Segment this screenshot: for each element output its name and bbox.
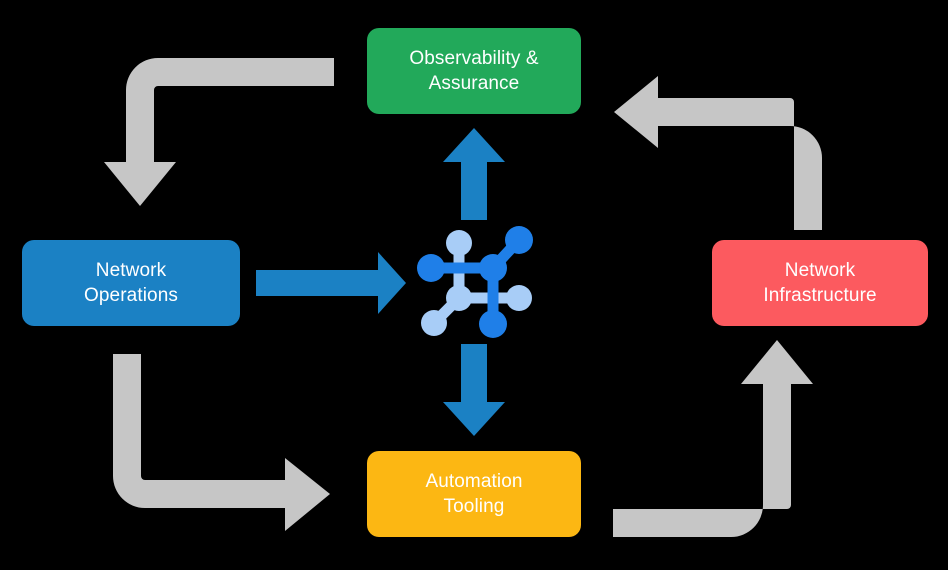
node-operations-label: Network Operations bbox=[84, 259, 178, 306]
blue-arrow-operations-to-center bbox=[256, 252, 406, 314]
blue-arrow-center-to-automation bbox=[443, 344, 505, 436]
gray-arrow-observability-to-operations bbox=[104, 58, 334, 206]
gray-arrow-infrastructure-to-observability bbox=[614, 76, 822, 230]
network-topology-icon bbox=[417, 226, 533, 338]
node-infrastructure-label: Network Infrastructure bbox=[763, 259, 877, 306]
gray-arrow-operations-to-automation bbox=[113, 354, 330, 531]
node-network-infrastructure[interactable]: Network Infrastructure bbox=[712, 240, 928, 326]
node-observability-label: Observability & Assurance bbox=[409, 47, 539, 94]
gray-arrow-automation-to-infrastructure bbox=[613, 340, 813, 537]
node-automation-tooling[interactable]: Automation Tooling bbox=[367, 451, 581, 537]
blue-arrow-center-to-observability bbox=[443, 128, 505, 220]
node-observability-assurance[interactable]: Observability & Assurance bbox=[367, 28, 581, 114]
node-automation-label: Automation Tooling bbox=[425, 470, 523, 517]
node-network-operations[interactable]: Network Operations bbox=[22, 240, 240, 326]
